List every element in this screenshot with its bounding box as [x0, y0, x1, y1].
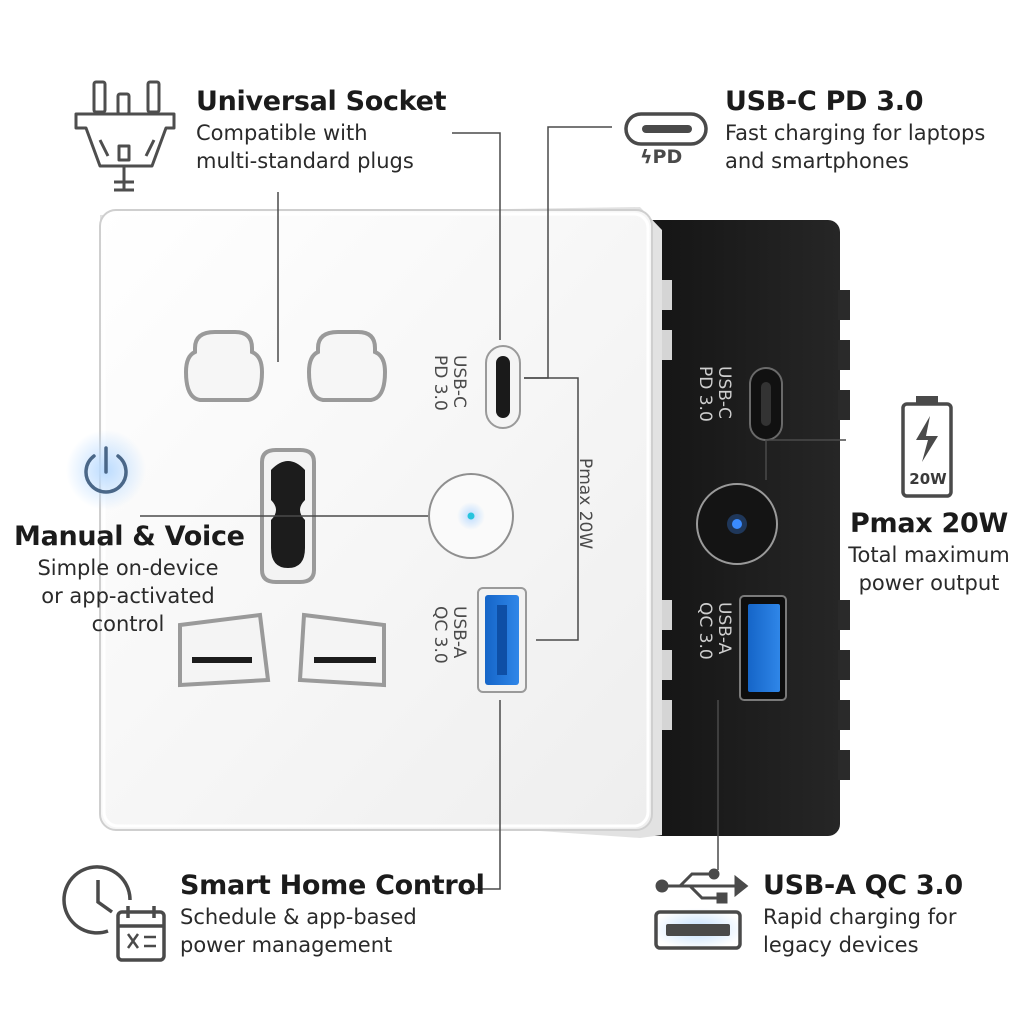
- feature-desc-line: and smartphones: [725, 149, 909, 173]
- white-pmax-label: Pmax 20W: [575, 458, 595, 550]
- feature-universal-socket: Universal Socket Compatible with multi-s…: [196, 86, 447, 175]
- feature-manual-voice: Manual & Voice Simple on-device or app-a…: [14, 521, 245, 638]
- white-usbc-label-line1: USB-C: [449, 355, 469, 408]
- black-socket-panel: [610, 220, 850, 836]
- black-usba-label-line1: USB-A: [714, 602, 734, 655]
- feature-title: Universal Socket: [196, 86, 447, 117]
- clock-calendar-icon: [62, 865, 166, 962]
- feature-title: Smart Home Control: [180, 870, 485, 901]
- feature-usb-c-pd: USB-C PD 3.0 Fast charging for laptops a…: [725, 86, 985, 175]
- feature-title: USB-C PD 3.0: [725, 86, 924, 117]
- usb-a-icon: [652, 868, 749, 950]
- feature-usb-a-qc: USB-A QC 3.0 Rapid charging for legacy d…: [763, 870, 963, 959]
- battery-20w-label: 20W: [909, 470, 947, 488]
- feature-desc-line: Rapid charging for: [763, 905, 957, 929]
- black-usba-label-line2: QC 3.0: [695, 602, 715, 660]
- power-icon: [66, 430, 146, 510]
- feature-title: Pmax 20W: [850, 508, 1008, 539]
- pd-icon-label: ϟPD: [640, 146, 683, 168]
- feature-desc-line: Total maximum: [848, 543, 1010, 567]
- socket-hole-bottom-right: [297, 612, 386, 688]
- white-usba-label-line1: USB-A: [449, 606, 469, 659]
- feature-desc-line: Simple on-device: [37, 556, 219, 580]
- feature-desc-line: legacy devices: [763, 933, 919, 957]
- feature-title: USB-A QC 3.0: [763, 870, 963, 901]
- feature-desc-line: power output: [858, 571, 1000, 595]
- feature-desc-line: control: [91, 612, 165, 636]
- black-usbc-label: USB-C PD 3.0: [695, 366, 734, 422]
- white-usbc-label: USB-C PD 3.0: [430, 355, 469, 411]
- feature-desc-line: Schedule & app-based: [180, 905, 417, 929]
- usb-c-pd-icon: [624, 112, 708, 146]
- socket-hole-top-right: [306, 330, 388, 402]
- black-usba-label: USB-A QC 3.0: [695, 602, 734, 660]
- feature-smart-home: Smart Home Control Schedule & app-based …: [180, 870, 485, 959]
- feature-desc-line: multi-standard plugs: [196, 149, 414, 173]
- white-socket-panel: [99, 209, 653, 831]
- socket-hole-top-left: [183, 330, 265, 402]
- plug-icon: [74, 80, 176, 192]
- feature-desc-line: Fast charging for laptops: [725, 121, 986, 145]
- black-usbc-label-line1: USB-C: [714, 366, 734, 419]
- feature-pmax: Pmax 20W Total maximum power output: [840, 508, 1018, 597]
- feature-desc-line: Compatible with: [196, 121, 368, 145]
- feature-desc-line: or app-activated: [41, 584, 215, 608]
- white-usbc-label-line2: PD 3.0: [430, 355, 450, 411]
- battery-icon: [901, 396, 953, 498]
- feature-title: Manual & Voice: [14, 521, 245, 552]
- callout-leader-lines: [140, 126, 846, 890]
- socket-hole-bottom-left: [178, 612, 271, 688]
- white-usba-label-line2: QC 3.0: [430, 606, 450, 664]
- white-usba-label: USB-A QC 3.0: [430, 606, 469, 664]
- feature-desc-line: power management: [180, 933, 393, 957]
- black-usbc-label-line2: PD 3.0: [695, 366, 715, 422]
